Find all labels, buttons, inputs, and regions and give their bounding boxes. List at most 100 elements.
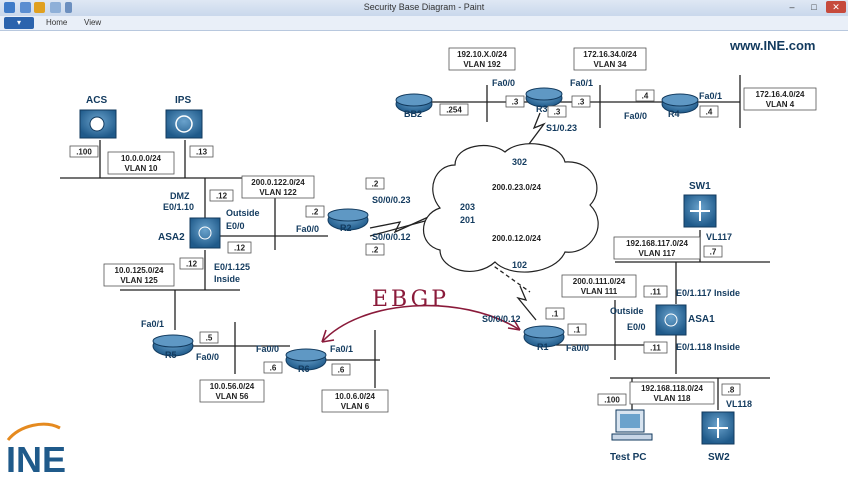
- r4-fa01-label: Fa0/1: [699, 91, 722, 101]
- sw1-label: SW1: [689, 181, 711, 192]
- r6-label: R6: [298, 364, 310, 374]
- subnet-address: 10.0.125.0/24: [115, 266, 164, 275]
- asa2-outside-label: Outside: [226, 208, 260, 218]
- host-address-h3a: .3: [505, 95, 525, 108]
- r2-fa00-label: Fa0/0: [296, 224, 319, 234]
- host-address-h1a: .1: [545, 307, 565, 320]
- host-address-text: .4: [706, 108, 713, 117]
- host-address-h12c: .12: [179, 257, 204, 270]
- r1-fa00-label: Fa0/0: [566, 343, 589, 353]
- ine-watermark: www.INE.com: [729, 38, 815, 53]
- subnet-vlan: VLAN 117: [639, 249, 676, 258]
- router-r3-icon: [525, 87, 563, 108]
- router-r1-icon: [523, 325, 565, 348]
- host-address-text: .8: [728, 386, 735, 395]
- host-address-h100b: .100: [597, 393, 627, 406]
- dmz-label: DMZ: [170, 191, 190, 201]
- e0110-label: E0/1.10: [163, 202, 194, 212]
- r6-fa00-label: Fa0/0: [256, 344, 279, 354]
- host-address-text: .254: [446, 106, 462, 115]
- host-address-text: .11: [650, 344, 661, 353]
- cloud-subnet-23: 200.0.23.0/24: [492, 183, 541, 192]
- e01125-label: E0/1.125: [214, 262, 250, 272]
- r5-fa00-label: Fa0/0: [196, 352, 219, 362]
- tab-home[interactable]: Home: [46, 18, 68, 27]
- ips-sensor-icon: [165, 109, 203, 139]
- app-menu-button[interactable]: ▾: [4, 17, 34, 29]
- host-address-h13: .13: [189, 145, 214, 158]
- router-bb2-icon: [395, 93, 433, 114]
- host-address-h6b: .6: [331, 363, 351, 376]
- r2-label: R2: [340, 223, 352, 233]
- ebgp-annotation: EBGP: [372, 287, 449, 312]
- subnet-vlan: VLAN 192: [463, 60, 501, 69]
- ips-label: IPS: [175, 95, 191, 106]
- asa2-firewall-icon: [189, 217, 221, 249]
- dlci-302-label: 302: [512, 157, 527, 167]
- subnet-vlan: VLAN 10: [125, 164, 158, 173]
- ine-logo-text: INE: [6, 439, 66, 480]
- dropdown-icon[interactable]: [65, 2, 72, 13]
- host-address-h5: .5: [199, 331, 219, 344]
- host-address-h6a: .6: [263, 361, 283, 374]
- host-address-h2b: .2: [305, 205, 325, 218]
- tab-view[interactable]: View: [84, 18, 102, 27]
- host-address-text: .3: [578, 98, 585, 107]
- r3-fa00-label: Fa0/0: [492, 78, 515, 88]
- host-address-text: .6: [338, 366, 345, 375]
- router-r5-icon: [152, 334, 194, 357]
- acs-label: ACS: [86, 95, 107, 106]
- vl118-label: VL118: [726, 399, 752, 409]
- close-button[interactable]: ✕: [826, 1, 846, 13]
- customize-icon[interactable]: [50, 2, 61, 13]
- redo-icon[interactable]: [34, 2, 45, 13]
- dlci-203-label: 203: [460, 202, 475, 212]
- minimize-button[interactable]: –: [789, 2, 795, 12]
- r3-label: R3: [536, 104, 548, 114]
- host-address-text: .7: [710, 248, 717, 257]
- save-icon[interactable]: [4, 2, 15, 13]
- subnet-vlan: VLAN 118: [654, 394, 691, 403]
- maximize-button[interactable]: □: [811, 2, 817, 12]
- host-address-h254: .254: [439, 103, 469, 116]
- r1-label: R1: [537, 342, 549, 352]
- acs-server-icon: [79, 109, 117, 139]
- host-address-h100: .100: [69, 145, 99, 158]
- subnet-vlan: VLAN 125: [120, 276, 158, 285]
- vl117-label: VL117: [706, 232, 732, 242]
- ebgp-arrowhead-right: [507, 319, 521, 331]
- switch-sw1-icon: [683, 194, 717, 228]
- r1-s0012-label: S0/0/0.12: [482, 314, 521, 324]
- subnet-address: 200.0.111.0/24: [573, 277, 626, 286]
- host-address-h2c: .2: [365, 243, 385, 256]
- host-address-text: .100: [604, 396, 620, 405]
- r6-fa01-label: Fa0/1: [330, 344, 353, 354]
- host-address-h4a: .4: [635, 89, 655, 102]
- subnet-address: 172.16.4.0/24: [756, 90, 805, 99]
- window-title: Security Base Diagram - Paint: [363, 2, 485, 12]
- host-address-boxes: .254.3.3.3.4.4.100.13.12.2.2.12.2.12.5.6…: [69, 89, 741, 406]
- cloud-subnet-12: 200.0.12.0/24: [492, 234, 541, 243]
- host-address-text: .100: [76, 148, 92, 157]
- r4-fa00-label: Fa0/0: [624, 111, 647, 121]
- host-address-text: .6: [270, 364, 277, 373]
- host-address-text: .2: [312, 208, 319, 217]
- subnet-vlan: VLAN 4: [766, 100, 795, 109]
- test-pc-icon: [611, 409, 653, 441]
- host-address-h12b: .12: [227, 241, 252, 254]
- r5-fa01-label: Fa0/1: [141, 319, 164, 329]
- r3-fa01-label: Fa0/1: [570, 78, 593, 88]
- dlci-102-label: 102: [512, 260, 527, 270]
- router-r6-icon: [285, 348, 327, 371]
- undo-icon[interactable]: [20, 2, 31, 13]
- ebgp-arrowhead-left: [321, 329, 335, 343]
- subnet-address: 192.168.117.0/24: [626, 239, 688, 248]
- host-address-h11a: .11: [643, 285, 668, 298]
- router-r4-icon: [661, 93, 699, 114]
